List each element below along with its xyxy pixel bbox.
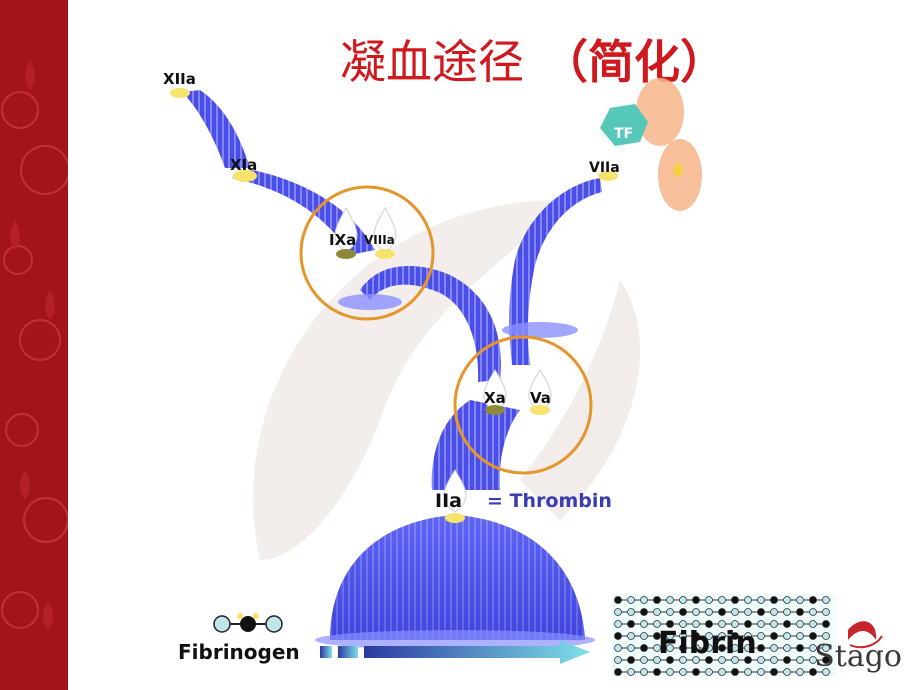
label-fibrinogen: Fibrinogen [178, 640, 300, 664]
label-tf: TF [614, 126, 634, 142]
stream-xa-iia [431, 400, 520, 490]
tf-hexagon [600, 104, 648, 146]
left-decorative-bar [0, 0, 68, 690]
label-xa: Xa [484, 389, 506, 407]
stago-logo-mark [848, 621, 883, 649]
stream-ixa-xa [338, 265, 501, 382]
tissue-factor-cell [600, 78, 702, 211]
conversion-arrow [320, 640, 590, 664]
label-ixa: IXa [329, 231, 357, 249]
stago-logo-text: Stago [814, 639, 902, 674]
label-va: Va [530, 389, 551, 407]
stream-xiia-xia [182, 90, 250, 168]
label-xiia: XIIa [163, 70, 196, 88]
fountain [315, 515, 595, 650]
ring-prothrombinase [453, 335, 593, 475]
factor-dots [170, 88, 618, 523]
title-paren: （简化） [542, 35, 726, 89]
title-main: 凝血途径 [340, 35, 524, 89]
label-thrombin: = Thrombin [487, 490, 612, 512]
label-iia: IIa [435, 490, 462, 512]
label-fibrin: Fibrin [658, 626, 757, 661]
label-viiia: VIIIa [364, 233, 395, 247]
fibrin-mesh [612, 594, 836, 676]
background-swirl [253, 200, 640, 560]
ring-tenase [299, 185, 435, 321]
label-viia: VIIa [589, 160, 620, 176]
stream-viia-xa [502, 178, 602, 365]
label-xia: XIa [230, 156, 258, 174]
fibrinogen-molecule [213, 613, 283, 633]
slide-title: 凝血途径 （简化） [340, 22, 800, 102]
